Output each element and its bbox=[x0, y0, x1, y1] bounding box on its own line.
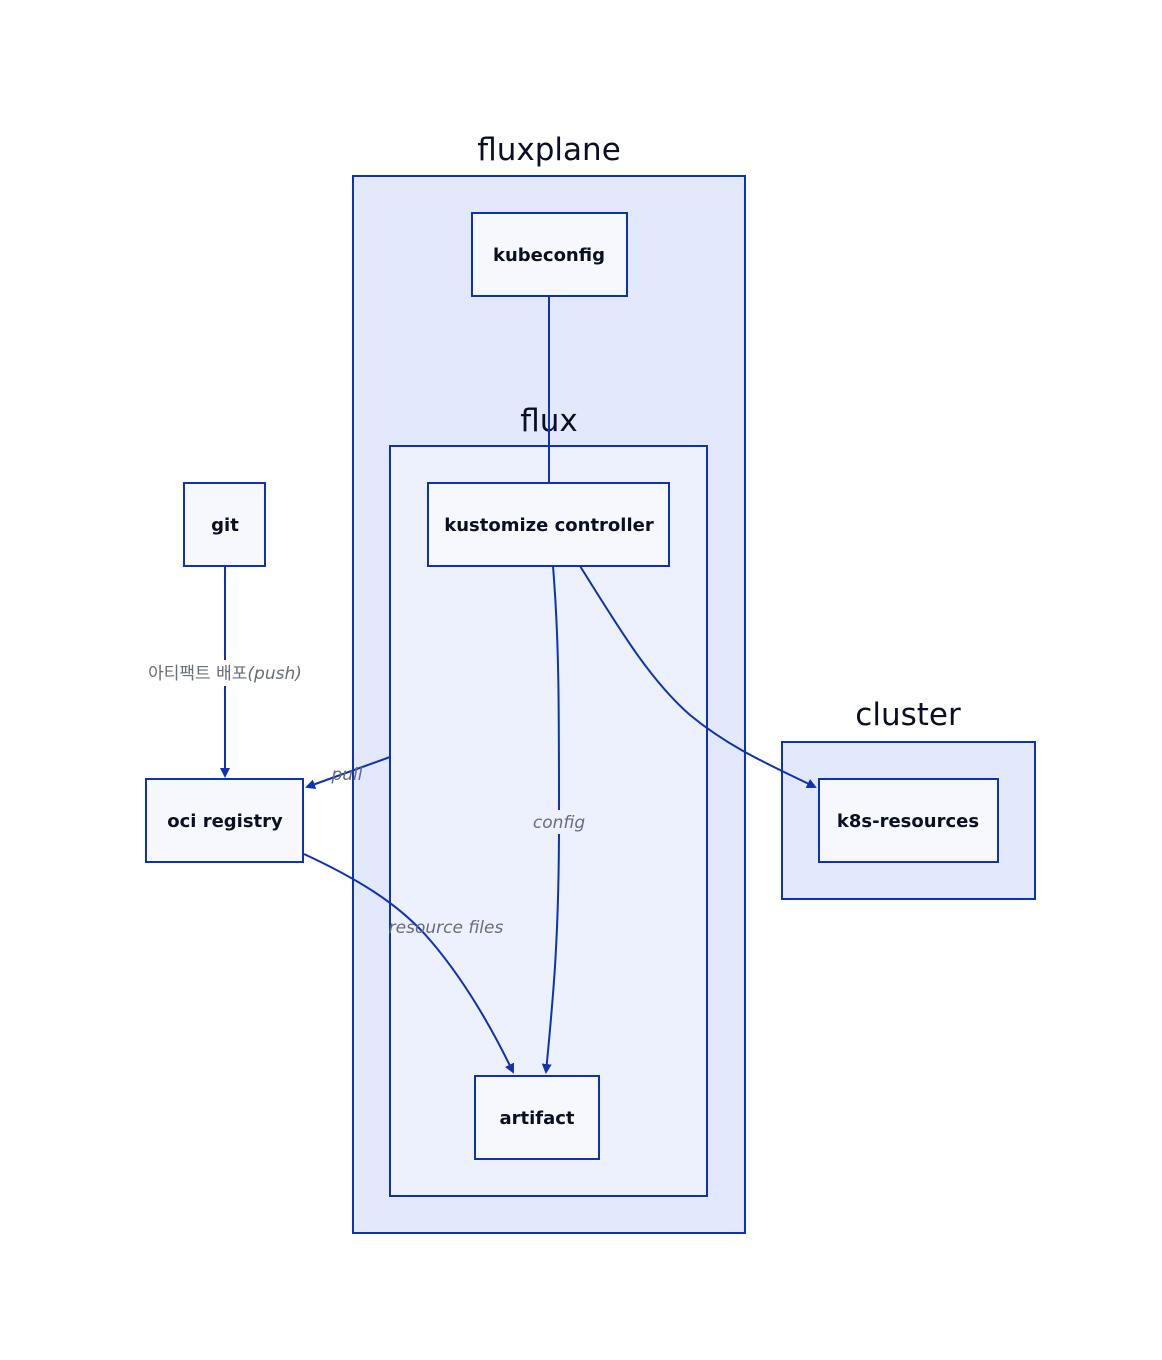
node-artifact-label: artifact bbox=[499, 1108, 574, 1129]
edge-oci-to-artifact bbox=[303, 853, 515, 1074]
edge-label-push: 아티팩트 배포(push) bbox=[135, 660, 315, 686]
node-kustomize-controller-label: kustomize controller bbox=[444, 515, 654, 536]
node-git[interactable]: git bbox=[183, 482, 266, 567]
edge-label-config: config bbox=[531, 810, 587, 834]
edge-label-resource-files-text: resource files bbox=[389, 918, 504, 938]
edge-label-pull-text: pull bbox=[330, 765, 362, 785]
edge-kustomize-to-k8s bbox=[579, 565, 817, 788]
fluxplane-label: fluxplane bbox=[477, 132, 621, 168]
svg-text:아티팩트 배포(push): 아티팩트 배포(push) bbox=[148, 664, 302, 684]
node-kubeconfig[interactable]: kubeconfig bbox=[471, 212, 628, 297]
edge-label-resource-files: resource files bbox=[389, 918, 504, 938]
node-kustomize-controller[interactable]: kustomize controller bbox=[427, 482, 670, 567]
node-k8s-resources-label: k8s-resources bbox=[837, 811, 979, 832]
node-kubeconfig-label: kubeconfig bbox=[493, 245, 605, 266]
node-oci-registry[interactable]: oci registry bbox=[145, 778, 304, 863]
edge-flux-to-oci bbox=[305, 756, 391, 789]
edge-label-push-text: 아티팩트 배포 bbox=[148, 664, 247, 684]
edge-label-config-text: config bbox=[533, 813, 586, 833]
node-oci-registry-label: oci registry bbox=[167, 811, 283, 832]
edge-label-pull: pull bbox=[330, 765, 362, 785]
edge-label-push-italic: (push) bbox=[247, 664, 301, 684]
node-git-label: git bbox=[211, 515, 239, 536]
node-artifact[interactable]: artifact bbox=[474, 1075, 600, 1160]
cluster-label: cluster bbox=[855, 697, 961, 733]
node-k8s-resources[interactable]: k8s-resources bbox=[818, 778, 999, 863]
